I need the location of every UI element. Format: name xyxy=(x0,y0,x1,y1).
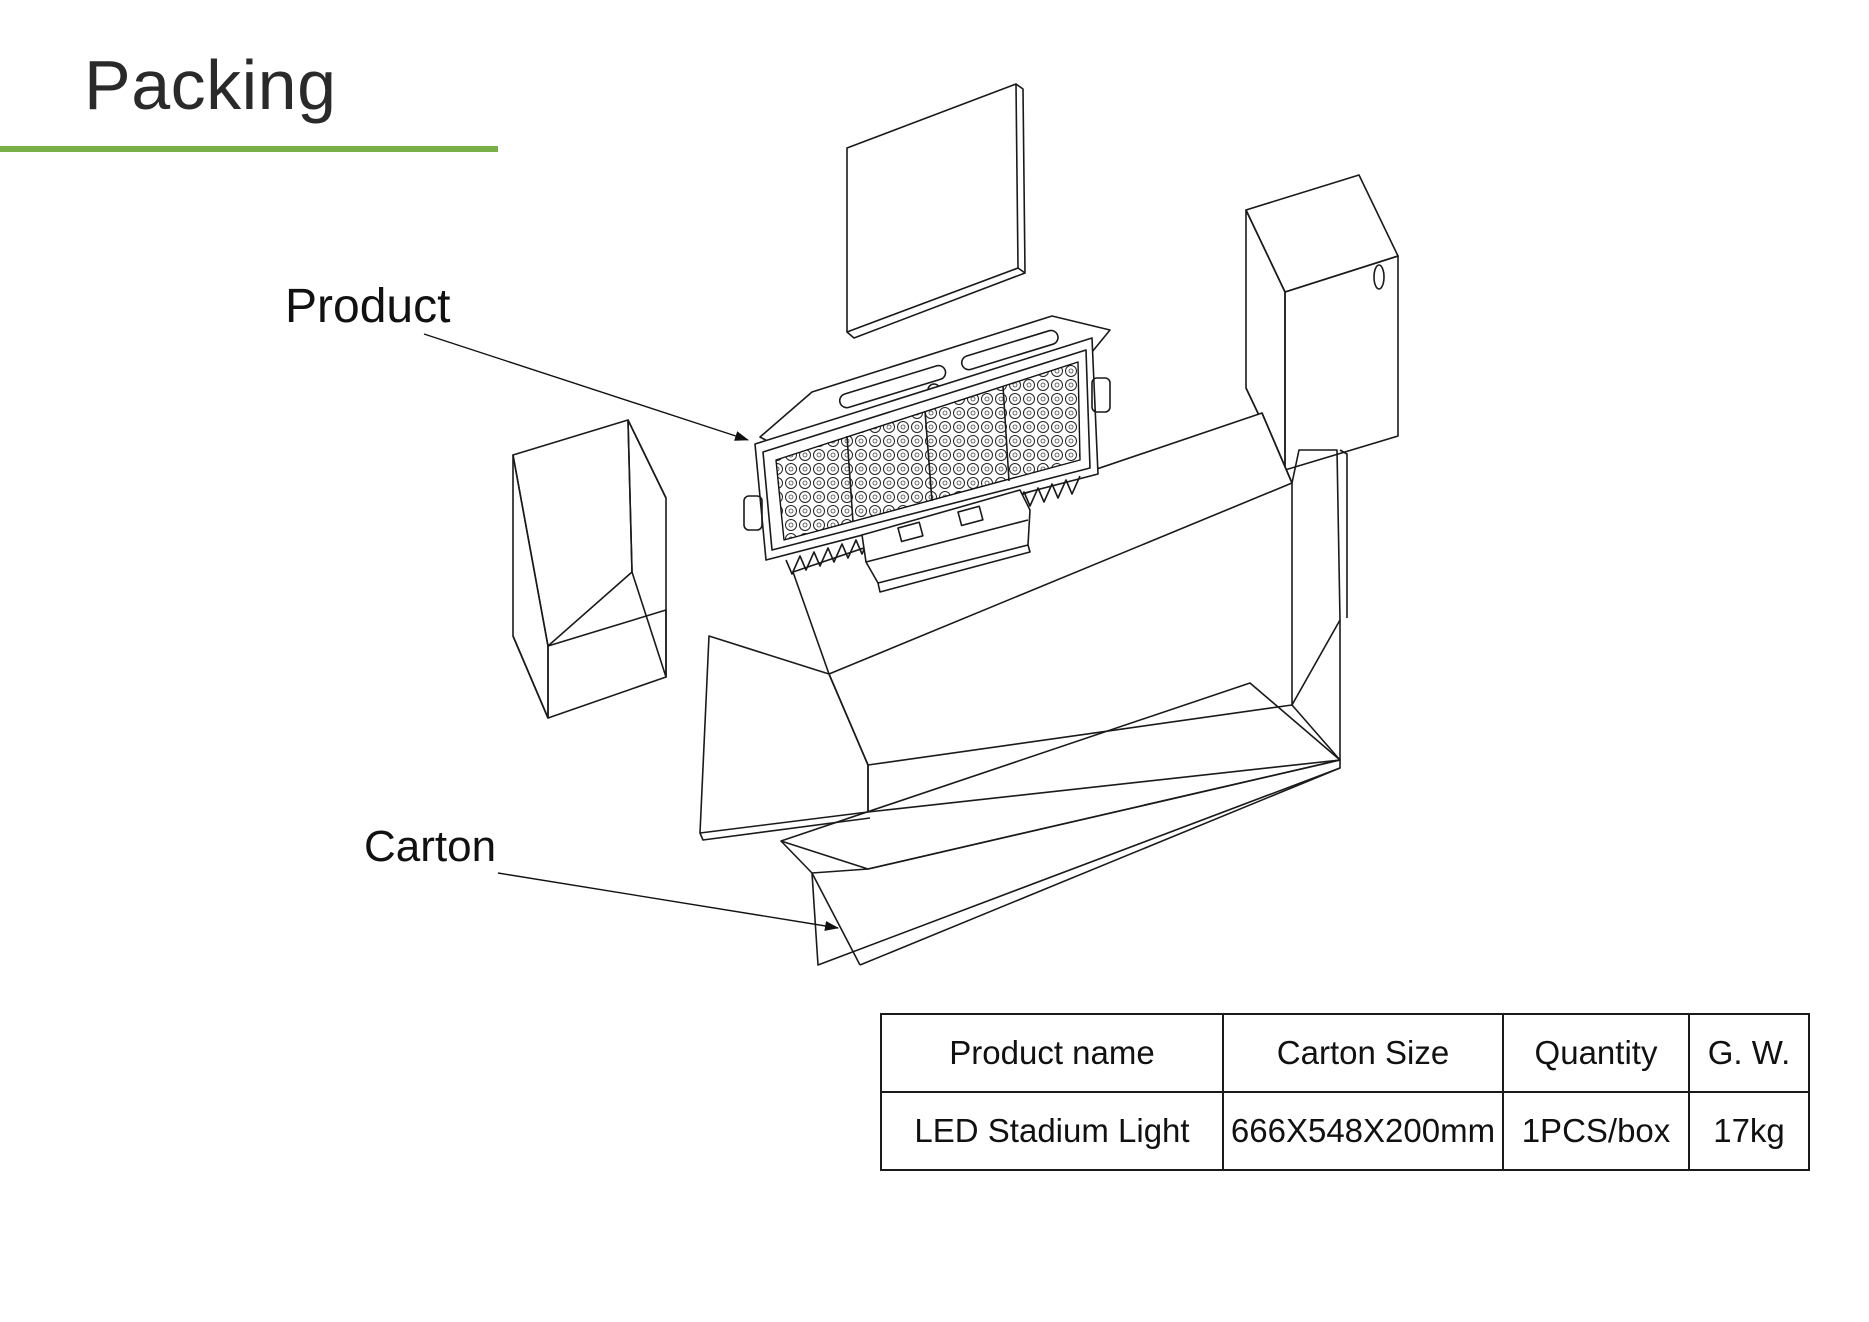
header-quantity: Quantity xyxy=(1502,1013,1690,1093)
right-foam-block xyxy=(1245,174,1399,471)
header-gross-weight: G. W. xyxy=(1688,1013,1810,1093)
header-product-name: Product name xyxy=(880,1013,1224,1093)
carton-callout-label: Carton xyxy=(364,822,497,871)
cell-carton-size: 666X548X200mm xyxy=(1222,1091,1504,1171)
carton-box xyxy=(699,412,1348,966)
left-foam-block xyxy=(512,419,667,719)
packing-spec-table: Product name Carton Size Quantity G. W. … xyxy=(880,1013,1810,1171)
top-cushion-board xyxy=(846,83,1026,339)
title-underline xyxy=(0,146,498,152)
cell-gross-weight: 17kg xyxy=(1688,1091,1810,1171)
cell-product-name: LED Stadium Light xyxy=(880,1091,1224,1171)
table-header-row: Product name Carton Size Quantity G. W. xyxy=(880,1013,1810,1093)
table-row: LED Stadium Light 666X548X200mm 1PCS/box… xyxy=(880,1091,1810,1171)
page-title: Packing xyxy=(84,46,337,124)
cell-quantity: 1PCS/box xyxy=(1502,1091,1690,1171)
product-callout-label: Product xyxy=(285,280,451,333)
header-carton-size: Carton Size xyxy=(1222,1013,1504,1093)
carton-leader-line xyxy=(497,872,839,931)
led-stadium-light-product xyxy=(743,315,1111,593)
product-leader-line xyxy=(423,333,749,441)
